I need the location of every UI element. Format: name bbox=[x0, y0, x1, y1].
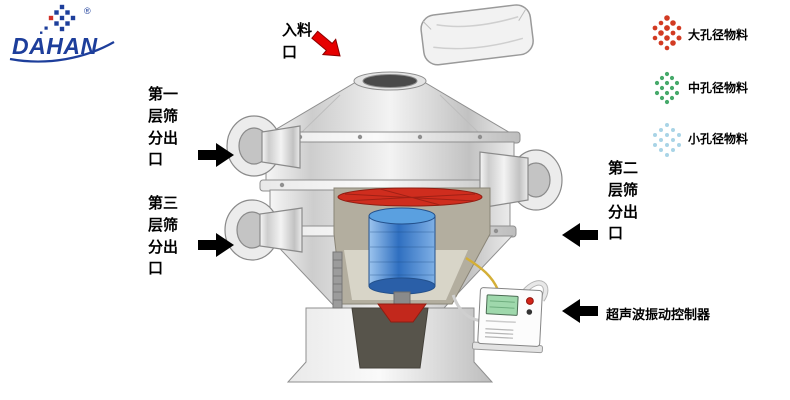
controller-cable bbox=[451, 294, 480, 322]
feed-arrow-icon bbox=[311, 30, 341, 57]
outlet-arrow-layer1-icon bbox=[198, 143, 234, 167]
material-bag bbox=[420, 4, 534, 66]
legend-label-medium: 中孔径物料 bbox=[688, 81, 749, 95]
dahan-logo-icon bbox=[40, 4, 76, 34]
small-particle-dots bbox=[653, 123, 681, 157]
legend-label-large: 大孔径物料 bbox=[688, 28, 749, 42]
outlet-layer1-label: 第一层筛分出口 bbox=[148, 86, 179, 169]
large-particle-dots bbox=[652, 15, 682, 51]
legend-label-small: 小孔径物料 bbox=[688, 132, 749, 146]
controller-screen bbox=[485, 294, 519, 316]
logo-swoosh bbox=[9, 41, 115, 63]
outlet-layer2-label: 第二层筛分出口 bbox=[608, 160, 639, 243]
outlet-arrow-layer2-icon bbox=[562, 223, 598, 247]
controller-knob[interactable] bbox=[526, 309, 533, 315]
eccentric-weight bbox=[377, 303, 427, 323]
outlet-layer3-label: 第三层筛分出口 bbox=[148, 195, 179, 278]
outlet-spout-layer3 bbox=[224, 199, 303, 261]
motor-shaft bbox=[393, 291, 411, 305]
outlet-arrow-layer3-icon bbox=[198, 233, 234, 257]
controller-power-button[interactable] bbox=[526, 297, 534, 305]
controller-label: 超声波振动控制器 bbox=[606, 307, 711, 322]
dahan-logo: ® DAHAN bbox=[9, 4, 115, 63]
white-cable bbox=[522, 281, 548, 302]
vibration-motor bbox=[368, 207, 436, 305]
feed-inlet-label: 入料口 bbox=[282, 22, 313, 61]
registered-mark: ® bbox=[84, 6, 91, 16]
feed-opening bbox=[362, 74, 418, 88]
screen-mesh bbox=[337, 187, 483, 207]
outlet-spout-layer2 bbox=[479, 149, 563, 211]
medium-particle-dots bbox=[654, 71, 680, 105]
outlet-spout-layer1 bbox=[226, 115, 301, 177]
ultrasonic-controller-device bbox=[451, 287, 543, 354]
controller-arrow-icon bbox=[562, 299, 598, 323]
yellow-cable bbox=[465, 256, 500, 291]
support-rod bbox=[332, 251, 343, 309]
sieve-drum-1 bbox=[265, 141, 515, 183]
